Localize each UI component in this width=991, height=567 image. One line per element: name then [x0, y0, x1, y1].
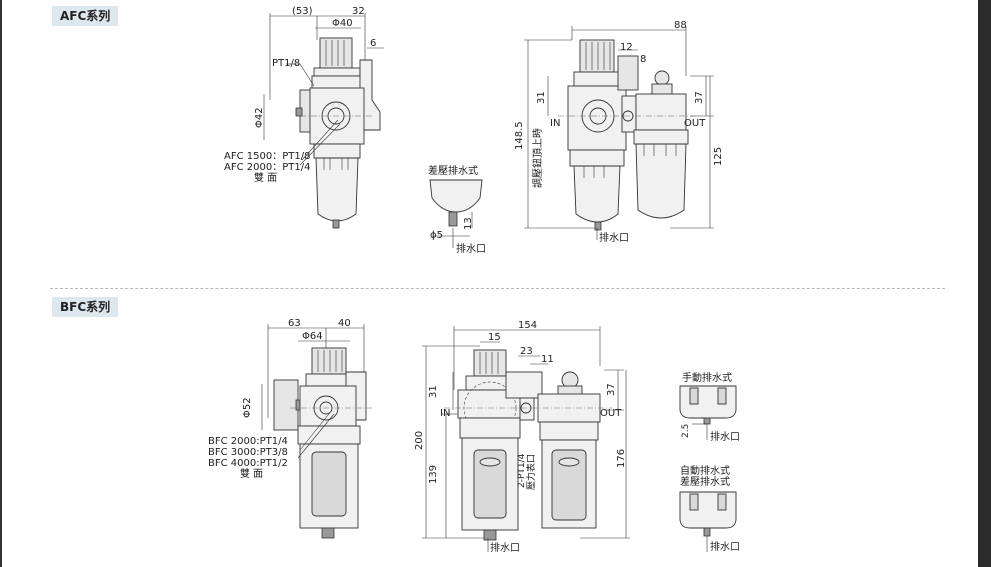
bfc-auto-out: 排水口: [710, 540, 740, 553]
afc-dim-phi42: Φ42: [254, 107, 265, 128]
bfc-asm-dim-11: 11: [541, 354, 554, 365]
afc-asm-out: OUT: [684, 118, 706, 129]
afc-port2-label: AFC 2000：PT1/4: [224, 162, 310, 173]
bfc-dim-phi64: Φ64: [302, 331, 323, 342]
page-right-scrollbar[interactable]: [978, 0, 991, 567]
bfc-dim-63: 63: [288, 318, 301, 329]
bfc-port3-label: BFC 4000:PT1/2: [208, 458, 288, 469]
bfc-dim-40: 40: [338, 318, 351, 329]
bfc-auto-title2: 差壓排水式: [680, 475, 730, 488]
afc-drain-detail: 差壓排水式 ϕ5 13 排水口: [428, 164, 486, 255]
bfc-asm-out: OUT: [600, 408, 622, 419]
afc-asm-dim-12: 12: [620, 42, 633, 53]
bfc-asm-drain: 排水口: [490, 541, 520, 554]
bfc-dim-phi52: Φ52: [242, 397, 253, 418]
afc-port1-label: AFC 1500：PT1/8: [224, 151, 310, 162]
afc-dim-phi40: Φ40: [332, 18, 353, 29]
afc-asm-vertical-note: 調壓鈕頂上時: [531, 128, 544, 188]
afc-drain-out: 排水口: [456, 242, 486, 255]
bfc-series-label: BFC系列: [52, 297, 119, 317]
afc-pt18-label: PT1/8: [272, 58, 300, 69]
bfc-manual-title: 手動排水式: [682, 371, 732, 384]
bfc-asm-dim-37: 37: [606, 383, 617, 396]
bfc-asm-dim-200: 200: [414, 431, 425, 450]
afc-asm-in: IN: [550, 118, 560, 129]
afc-drain-phi5: ϕ5: [430, 230, 443, 241]
afc-drain-dim-13: 13: [463, 217, 474, 230]
afc-dim-6: 6: [370, 38, 376, 49]
bfc-asm-dim-15: 15: [488, 332, 501, 343]
bfc-both-sides-label: 雙 面: [240, 467, 263, 480]
afc-asm-dim-148: 148.5: [514, 121, 525, 150]
bfc-asm-dim-139: 139: [428, 465, 439, 484]
bfc-manual-out: 排水口: [710, 430, 740, 443]
afc-both-sides-label: 雙 面: [254, 171, 277, 184]
bfc-asm-pt-label: 2-PT1/4: [517, 453, 527, 488]
bfc-manual-drain-detail: 手動排水式 2.5 排水口: [679, 371, 740, 443]
afc-asm-dim-125: 125: [713, 147, 724, 166]
bfc-asm-in: IN: [440, 408, 450, 419]
bfc-port1-label: BFC 2000:PT1/4: [208, 436, 288, 447]
bfc-asm-gauge-label: 壓力表口: [525, 454, 537, 490]
bfc-asm-dim-23: 23: [520, 346, 533, 357]
section-divider: [50, 288, 945, 289]
afc-dim-53: (53): [292, 6, 313, 17]
afc-asm-dim-88: 88: [674, 20, 687, 31]
afc-asm-dim-31: 31: [536, 91, 547, 104]
bfc-asm-dim-31: 31: [428, 385, 439, 398]
afc-series-label: AFC系列: [52, 6, 119, 26]
bfc-auto-drain-detail: 自動排水式 差壓排水式 排水口: [679, 464, 740, 553]
afc-asm-drain: 排水口: [599, 231, 629, 244]
afc-front-view: (53) 32 Φ40 6 PT1/8 Φ42 AFC 1500：PT1/8 A…: [224, 6, 384, 229]
afc-dim-32: 32: [352, 6, 365, 17]
bfc-assembly-view: 154 15 23 11 31 37 200 139 176 IN OUT 2-…: [414, 320, 630, 554]
afc-drain-title: 差壓排水式: [428, 164, 478, 177]
bfc-auto-title1: 自動排水式: [680, 464, 730, 477]
bfc-asm-dim-176: 176: [616, 449, 627, 468]
bfc-manual-dim-25: 2.5: [681, 424, 691, 438]
bfc-asm-dim-154: 154: [518, 320, 537, 331]
afc-asm-dim-37: 37: [694, 91, 705, 104]
afc-assembly-view: 88 12 8 31 37 148.5 調壓鈕頂上時 125 IN OUT 排水…: [514, 20, 724, 244]
afc-asm-dim-8: 8: [640, 54, 646, 65]
bfc-port2-label: BFC 3000:PT3/8: [208, 447, 288, 458]
bfc-front-view: 63 40 Φ64 Φ52 BFC 2000:PT1/4 BFC 3000:PT…: [208, 318, 372, 539]
page-left-border: [0, 0, 2, 567]
